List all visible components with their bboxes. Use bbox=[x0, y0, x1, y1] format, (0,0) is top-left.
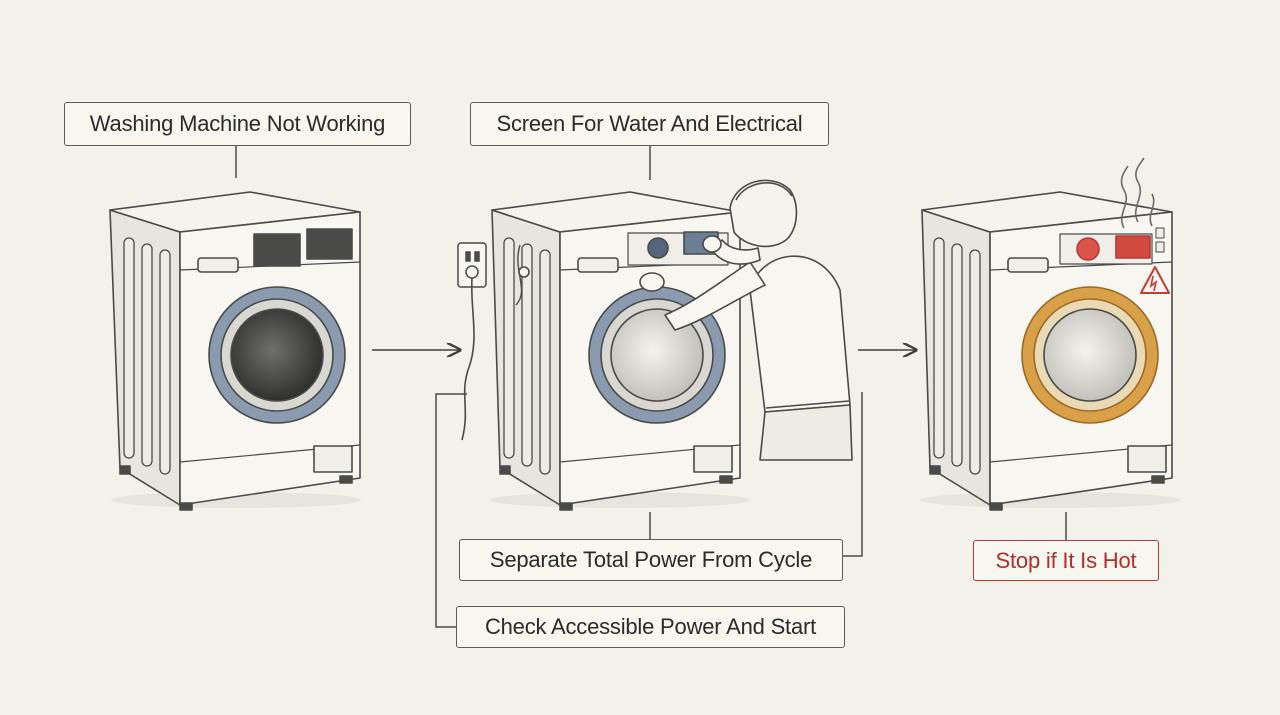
step-label-check: Check Accessible Power And Start bbox=[456, 606, 845, 648]
power-outlet-icon bbox=[457, 242, 487, 441]
washing-machine-inspection bbox=[490, 191, 750, 511]
steam-icon bbox=[1120, 157, 1155, 229]
warning-triangle-icon bbox=[1140, 266, 1170, 294]
washing-machine-hot bbox=[920, 191, 1180, 511]
washing-machine-broken bbox=[109, 191, 361, 511]
step-label-not-working: Washing Machine Not Working bbox=[64, 102, 411, 146]
step-label-separate: Separate Total Power From Cycle bbox=[459, 539, 843, 581]
technician-figure bbox=[639, 179, 853, 461]
step-label-screen: Screen For Water And Electrical bbox=[470, 102, 829, 146]
connector-lines bbox=[235, 146, 1067, 628]
step-label-stop: Stop if It Is Hot bbox=[973, 540, 1159, 581]
